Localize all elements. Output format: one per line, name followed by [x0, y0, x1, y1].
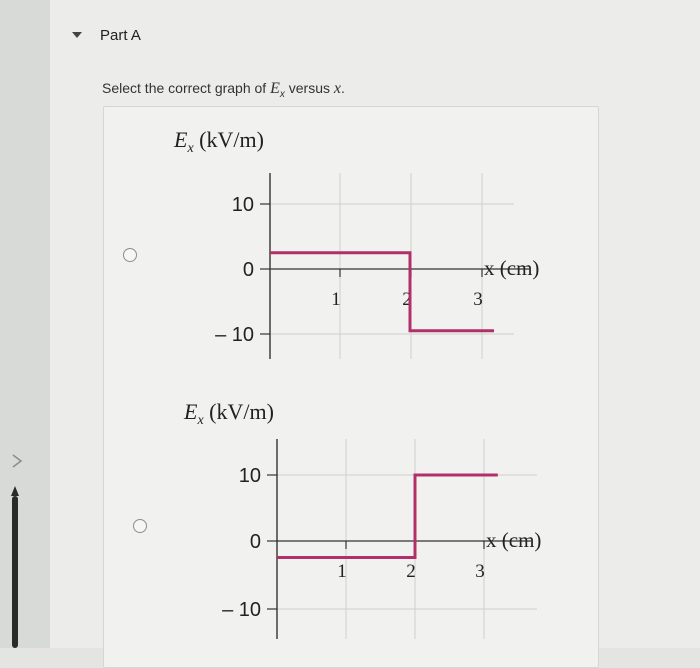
content-area: Part A Select the correct graph of Ex ve… — [50, 0, 700, 668]
x-tick-label: 2 — [402, 289, 412, 310]
x-tick-label: 1 — [331, 289, 341, 310]
question-text: Select the correct graph of Ex versus x. — [102, 80, 345, 100]
graph-option-a: Ex (kV/m) 10 0 – 10 1 2 3x (cm) — [173, 127, 539, 359]
x-axis-label: x (cm) — [484, 256, 539, 280]
question-var: E — [270, 80, 280, 97]
question-prefix: Select the correct graph of — [102, 80, 271, 96]
question-var-sub: x — [279, 88, 285, 100]
chevron-right-icon[interactable] — [8, 452, 26, 470]
scrollbar-handle[interactable] — [12, 496, 18, 648]
part-header[interactable]: Part A — [70, 22, 141, 48]
question-suffix: . — [341, 80, 345, 96]
data-series-line — [277, 473, 498, 559]
y-tick-label: 10 — [232, 194, 254, 216]
question-middle: versus — [284, 80, 334, 96]
y-tick-label: 10 — [239, 465, 261, 487]
y-label-unit: (kV/m) — [204, 399, 274, 424]
x-tick-label: 3 — [473, 289, 483, 310]
graph-option-b: Ex (kV/m) 10 0 – 10 1 2 3x (cm) — [183, 399, 541, 639]
radio-option-a[interactable] — [123, 248, 137, 262]
caret-down-icon[interactable] — [70, 28, 84, 42]
x-axis-label: x (cm) — [486, 528, 541, 552]
y-label-sub: x — [196, 413, 204, 428]
left-rail — [0, 0, 50, 648]
part-title: Part A — [100, 26, 141, 44]
x-tick-label: 2 — [406, 561, 416, 582]
question-xvar: x — [333, 80, 341, 97]
triangle-up-icon — [11, 486, 19, 496]
x-tick-label: 1 — [337, 561, 347, 582]
y-tick-label: 0 — [243, 259, 254, 281]
y-tick-label: – 10 — [222, 599, 261, 621]
x-tick-label: 3 — [475, 561, 485, 582]
y-label-unit: (kV/m) — [194, 127, 264, 152]
y-label-var: E — [173, 127, 188, 152]
y-axis-label: Ex (kV/m) — [173, 127, 264, 156]
y-axis-label: Ex (kV/m) — [183, 399, 274, 428]
y-label-var: E — [183, 399, 198, 424]
data-series-line — [270, 251, 494, 333]
y-tick-label: 0 — [250, 531, 261, 553]
radio-option-b[interactable] — [133, 519, 147, 533]
y-tick-label: – 10 — [215, 324, 254, 346]
y-label-sub: x — [186, 141, 194, 156]
